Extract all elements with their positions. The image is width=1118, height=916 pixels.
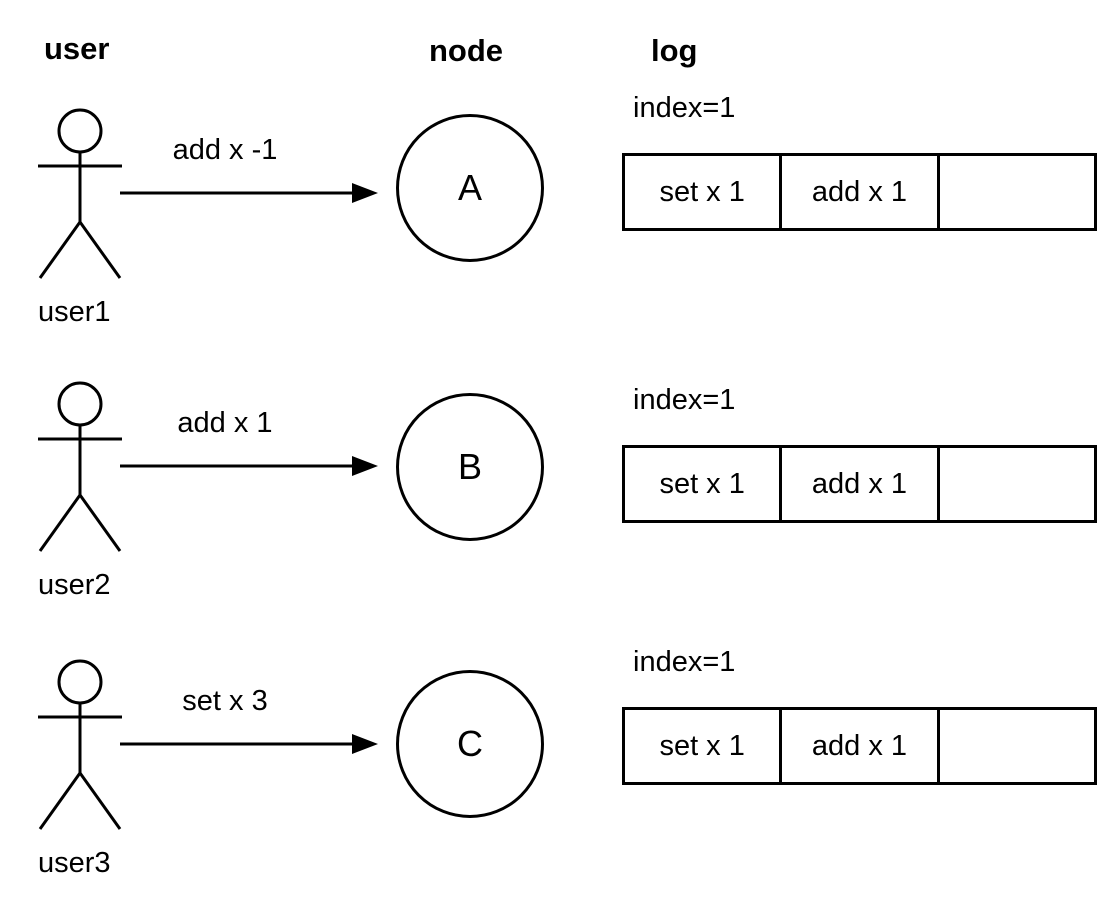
node-circle: A bbox=[396, 114, 544, 262]
command-label: set x 3 bbox=[182, 685, 268, 717]
user-label: user1 bbox=[38, 296, 111, 328]
log-block: index=1 set x 1 add x 1 bbox=[622, 93, 1100, 231]
log-box: set x 1 add x 1 bbox=[622, 707, 1097, 785]
node-circle: C bbox=[396, 670, 544, 818]
log-cell: add x 1 bbox=[782, 448, 940, 520]
log-index-label: index=1 bbox=[633, 92, 736, 124]
node-label: B bbox=[457, 446, 482, 487]
command-label: add x -1 bbox=[172, 134, 278, 166]
column-header-log: log bbox=[651, 33, 698, 68]
node-label: A bbox=[457, 167, 482, 208]
log-cell: set x 1 bbox=[625, 156, 783, 228]
user-label: user2 bbox=[38, 569, 111, 601]
log-cell-empty bbox=[940, 448, 1094, 520]
log-cell: set x 1 bbox=[625, 448, 783, 520]
log-box: set x 1 add x 1 bbox=[622, 445, 1097, 523]
log-cell: add x 1 bbox=[782, 710, 940, 782]
node-circle: B bbox=[396, 393, 544, 541]
log-cell-empty bbox=[940, 710, 1094, 782]
diagram-row-user3: user3 set x 3 C index=1 set x 1 add x 1 bbox=[0, 647, 1118, 890]
node-label: C bbox=[457, 723, 483, 764]
arrow-right-icon bbox=[120, 456, 378, 476]
log-block: index=1 set x 1 add x 1 bbox=[622, 647, 1100, 785]
column-header-node: node bbox=[429, 33, 504, 68]
stick-figure-icon bbox=[38, 108, 122, 279]
diagram-row-user2: user2 add x 1 B index=1 set x 1 add x 1 bbox=[0, 380, 1118, 612]
log-cell-empty bbox=[940, 156, 1094, 228]
stick-figure-icon bbox=[38, 659, 122, 830]
log-cell: set x 1 bbox=[625, 710, 783, 782]
arrow-right-icon bbox=[120, 183, 378, 203]
user-label: user3 bbox=[38, 847, 111, 879]
log-box: set x 1 add x 1 bbox=[622, 153, 1097, 231]
log-index-label: index=1 bbox=[633, 646, 736, 678]
log-cell: add x 1 bbox=[782, 156, 940, 228]
log-index-label: index=1 bbox=[633, 384, 736, 416]
column-header-user: user bbox=[44, 31, 110, 66]
arrow-right-icon bbox=[120, 734, 378, 754]
diagram-row-user1: user1 add x -1 A index=1 set x 1 add x 1 bbox=[0, 93, 1118, 339]
command-label: add x 1 bbox=[177, 407, 273, 439]
stick-figure-icon bbox=[38, 381, 122, 552]
log-block: index=1 set x 1 add x 1 bbox=[622, 385, 1100, 523]
